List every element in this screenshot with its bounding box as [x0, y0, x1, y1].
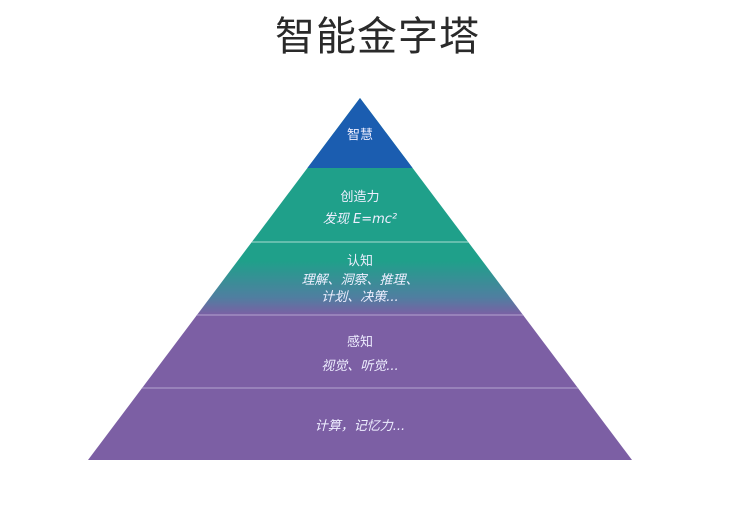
- level-cognition-detail-2: 计划、决策...: [321, 290, 398, 305]
- page-title: 智能金字塔: [275, 14, 480, 60]
- level-cognition-detail-1: 理解、洞察、推理、: [301, 273, 418, 288]
- level-creativity-label: 创造力: [340, 190, 379, 205]
- level-wisdom-label: 智慧: [347, 127, 373, 143]
- level-creativity-detail: 发现 E=mc²: [323, 212, 397, 227]
- level-computation-detail: 计算，记忆力...: [315, 419, 405, 434]
- level-perception-label: 感知: [347, 334, 373, 350]
- level-perception-detail: 视觉、听觉...: [321, 359, 398, 374]
- level-cognition-label: 认知: [347, 253, 373, 269]
